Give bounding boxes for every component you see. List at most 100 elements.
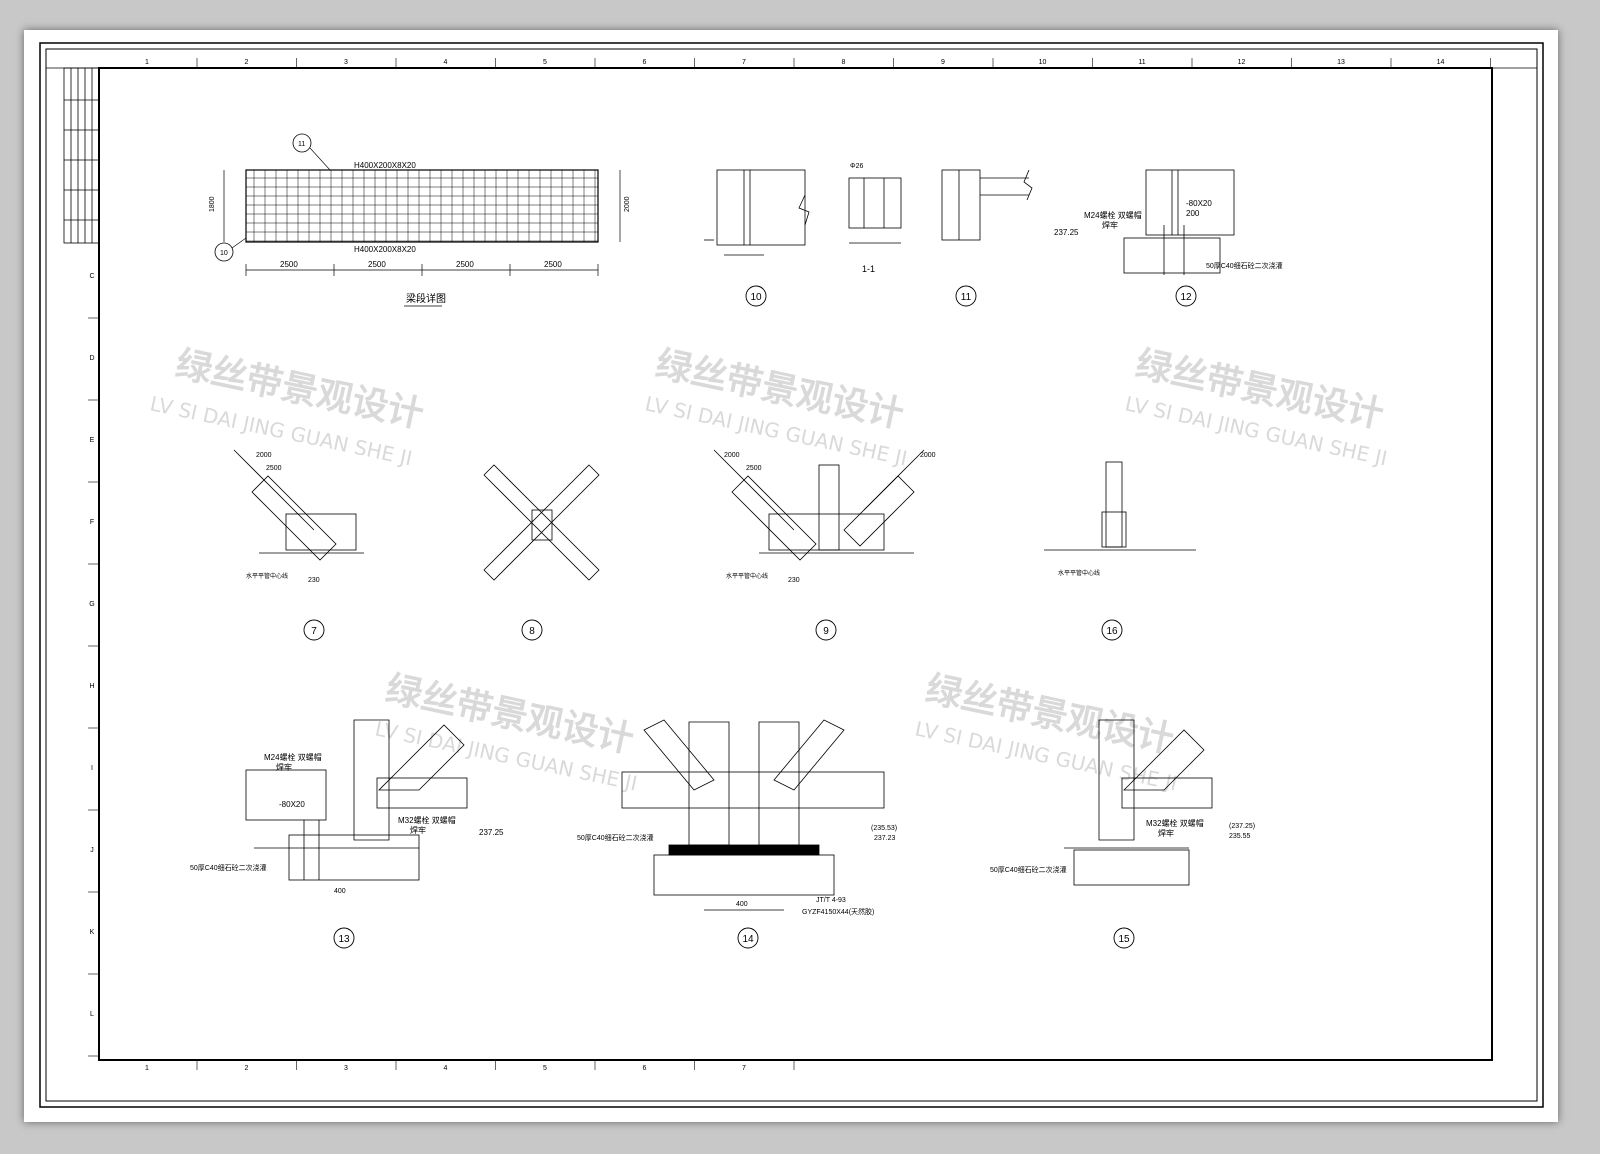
detail-7-d2500: 2500 [266,465,282,472]
detail-number: 14 [742,934,754,945]
column-number: 11 [1138,59,1145,66]
detail-7-dim230: 230 [308,577,320,584]
detail-13-weld: 焊牢 [276,762,292,772]
beam-bottom-label: H400X200X8X20 [354,245,416,254]
detail-12-grout: 50厚C40细石砼二次浇灌 [1206,261,1283,270]
detail-7-axis: 水平平管中心线 [246,572,288,580]
detail-15-elev5: 235.55 [1229,833,1251,840]
detail-13-plate: -80X20 [279,800,305,809]
detail-11-drawing [941,169,1033,241]
detail-15-weld: 焊牢 [1158,828,1174,838]
column-number: 4 [444,59,448,66]
row-letter: E [90,437,95,444]
beam-callout-top: 11 [298,141,305,148]
row-letter: D [89,355,94,362]
beam-detail-labels: H400X200X8X20 H400X200X8X20 2500 2500 25… [209,141,631,307]
row-letter: F [90,519,94,526]
detail-10-drawing [704,169,902,256]
column-number-bottom: 4 [444,1065,448,1072]
detail-number: 9 [823,626,829,637]
detail-9-d2000: 2000 [724,452,740,459]
detail-13-dim400: 400 [334,888,346,895]
detail-callout-circle [955,285,977,307]
beam-right-height: 2000 [624,196,631,212]
row-letter: G [89,601,94,608]
row-letter: H [89,683,94,690]
column-number-bottom: 1 [145,1065,149,1072]
detail-13-elev: 237.25 [479,828,504,837]
detail-callout-circle [1113,927,1135,949]
detail-12-drawing [1123,169,1235,275]
detail-16-axis: 水平平管中心线 [1058,569,1100,577]
column-number: 8 [842,59,846,66]
column-number: 2 [245,59,249,66]
phi-label: Φ26 [850,163,863,170]
detail-15-elev4: (237.25) [1229,823,1255,830]
detail-number: 8 [529,626,535,637]
detail-14-elev2: (235.53) [871,825,897,832]
detail-9-drawing [713,449,925,561]
detail-7-d2000: 2000 [256,452,272,459]
row-letter: I [91,765,93,772]
detail-12-m24: M24螺栓 双螺帽 [1084,210,1142,220]
detail-9-axis: 水平平管中心线 [726,572,768,580]
drawing-border [98,67,1493,1061]
detail-12-weld: 焊牢 [1102,220,1118,230]
row-letter: C [89,273,94,280]
detail-12-dim200: 200 [1186,209,1200,218]
row-ruler-left: C D E F G H I J K L [88,273,99,1057]
column-number: 14 [1437,59,1445,66]
detail-7-drawing [233,449,364,561]
detail-8-drawing [483,464,600,581]
column-number: 7 [742,59,746,66]
detail-15-drawing [1064,719,1213,886]
detail-number: 10 [750,292,762,303]
detail-14-bearing1: JT/T 4-93 [816,897,846,904]
title-block [63,67,100,244]
detail-9-d2500: 2500 [746,465,762,472]
column-number-bottom: 5 [543,1065,547,1072]
detail-9-d2000-right: 2000 [920,452,936,459]
detail-callout-circle [737,927,759,949]
beam-top-label: H400X200X8X20 [354,161,416,170]
detail-14-grout: 50厚C40细石砼二次浇灌 [577,833,654,842]
detail-14-dim400: 400 [736,901,748,908]
detail-15-grout: 50厚C40细石砼二次浇灌 [990,865,1067,874]
detail-13-m24: M24螺栓 双螺帽 [264,752,322,762]
detail-13-drawing [245,719,468,881]
column-number: 3 [344,59,348,66]
outer-frame [39,42,1544,1108]
beam-title: 梁段详图 [406,292,446,305]
detail-14-drawing [621,719,885,911]
watermark: 绿丝带景观设计 LV SI DAI JING GUAN SHE JI 绿丝带景观… [148,344,1389,796]
detail-callout-circle [1101,619,1123,641]
column-number-bottom: 2 [245,1065,249,1072]
detail-16-drawing [1044,461,1196,551]
detail-number: 12 [1180,292,1192,303]
beam-detail [214,133,621,276]
row-letter: K [90,929,95,936]
outer-frame-inner [45,48,1538,1102]
detail-14-bearing2: GYZF4150X44(天然胶) [802,907,874,916]
column-number: 5 [543,59,547,66]
detail-number: 7 [311,626,317,637]
row-letter: L [90,1011,94,1018]
detail-number: 11 [961,292,972,303]
column-number: 9 [941,59,945,66]
detail-15-m32: M32螺栓 双螺帽 [1146,818,1204,828]
detail-13-weld2: 焊牢 [410,825,426,835]
detail-number: 15 [1118,934,1130,945]
detail-14-elev3: 237.23 [874,835,896,842]
beam-span-3: 2500 [456,260,474,269]
column-number: 6 [643,59,647,66]
beam-span-2: 2500 [368,260,386,269]
column-number: 12 [1238,59,1246,66]
detail-callout-circle [333,927,355,949]
column-number-bottom: 3 [344,1065,348,1072]
beam-left-height: 1800 [209,196,216,212]
row-letter: J [90,847,94,854]
